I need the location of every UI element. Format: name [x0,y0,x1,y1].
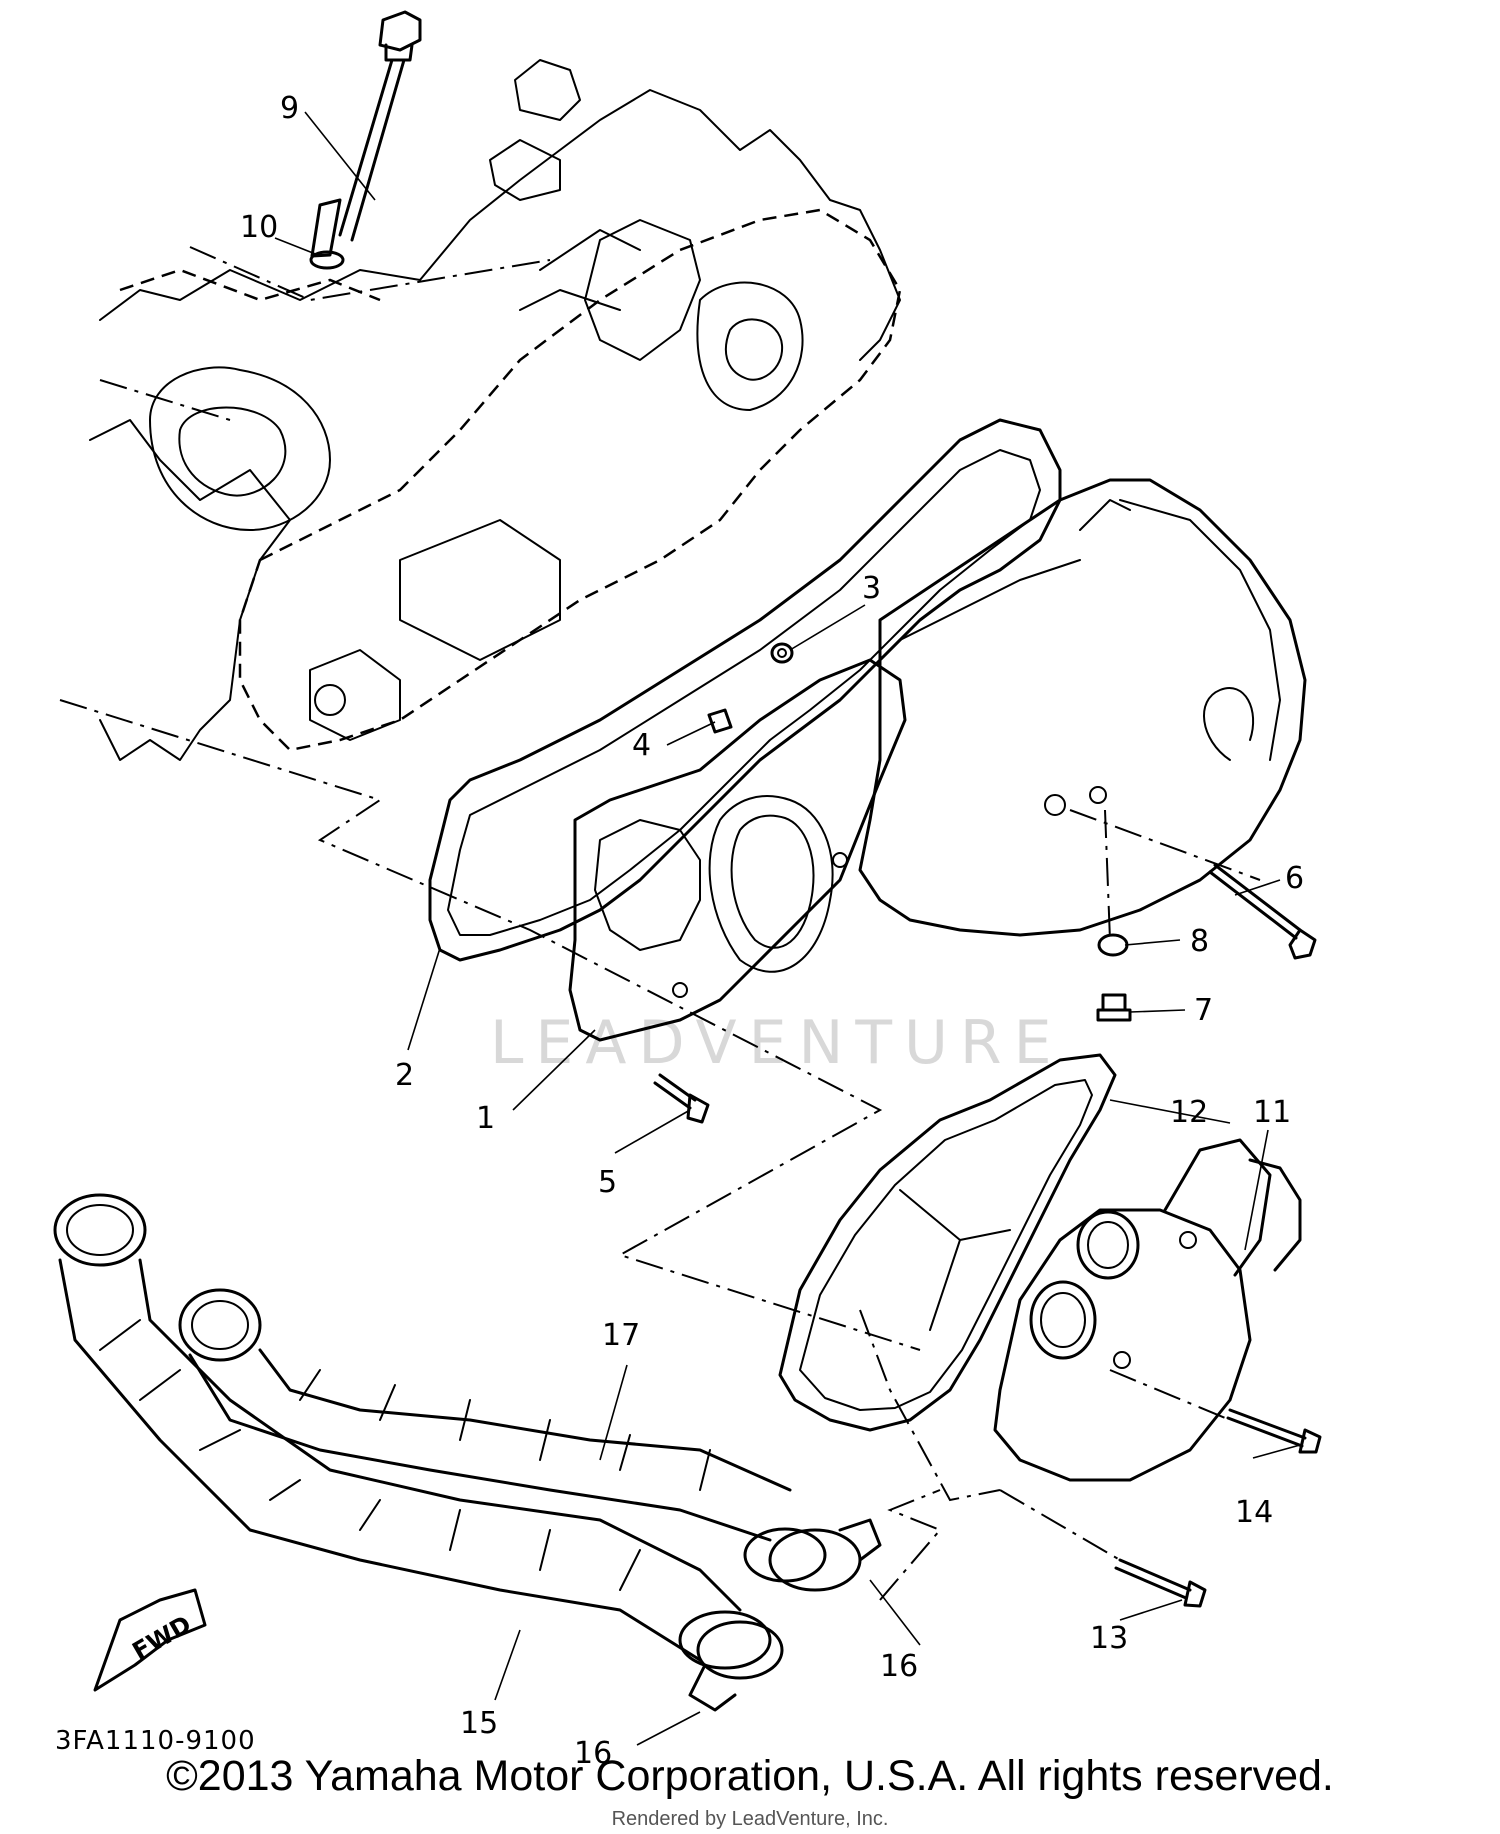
callout-16a: 16 [880,1649,918,1684]
callout-12: 12 [1170,1095,1208,1130]
air-duct-cover-11 [993,1138,1302,1482]
callout-3: 3 [862,571,881,606]
callout-numbers: 1 2 3 4 5 6 7 8 9 10 11 12 13 14 15 16 1… [240,91,1304,1771]
bolt-14 [1226,1408,1322,1454]
gasket-2 [428,418,1062,962]
gasket-12-inner [799,1079,1093,1411]
callout-10: 10 [240,210,278,245]
callout-2: 2 [395,1058,414,1093]
callout-4: 4 [632,728,651,763]
bolt-6 [1208,863,1317,960]
callout-1: 1 [476,1101,495,1136]
gasket-2-inner [447,449,1041,936]
callout-16b: 16 [574,1736,612,1771]
dowel-pin-4 [707,708,733,734]
crankcase-cover [858,478,1307,937]
leadventure-watermark: LEADVENTURE [490,1008,1064,1078]
callout-17: 17 [602,1318,640,1353]
clamp-16-upper [768,1518,882,1592]
bolt-13 [1114,1558,1207,1608]
copyright-notice: ©2013 Yamaha Motor Corporation, U.S.A. A… [166,1752,1334,1800]
gasket-12 [778,1053,1117,1432]
fwd-label: FWD [128,1610,196,1666]
leader-lines [274,111,1301,1746]
callout-15: 15 [460,1706,498,1741]
fwd-arrow: FWD [93,1588,207,1692]
part-code: 3FA1110-9100 [55,1726,256,1756]
callout-7: 7 [1194,993,1213,1028]
inner-cover-housing [568,658,907,1042]
callout-11: 11 [1253,1095,1291,1130]
callout-6: 6 [1285,861,1304,896]
crankcase-gasket-outline [238,208,902,752]
o-ring-10 [309,250,345,270]
alignment-lines [59,246,1261,1601]
drain-plug-7 [1096,993,1132,1022]
callout-14: 14 [1235,1495,1273,1530]
oil-seal-3 [770,642,794,664]
callout-9: 9 [280,91,299,126]
rendered-by-notice: Rendered by LeadVenture, Inc. [611,1808,889,1830]
callout-8: 8 [1190,924,1209,959]
callout-13: 13 [1090,1621,1128,1656]
air-duct-15 [53,1193,772,1670]
callout-5: 5 [598,1165,617,1200]
washer-8 [1097,933,1129,957]
dipstick-9 [310,10,422,258]
clamp-16-lower [688,1620,784,1712]
